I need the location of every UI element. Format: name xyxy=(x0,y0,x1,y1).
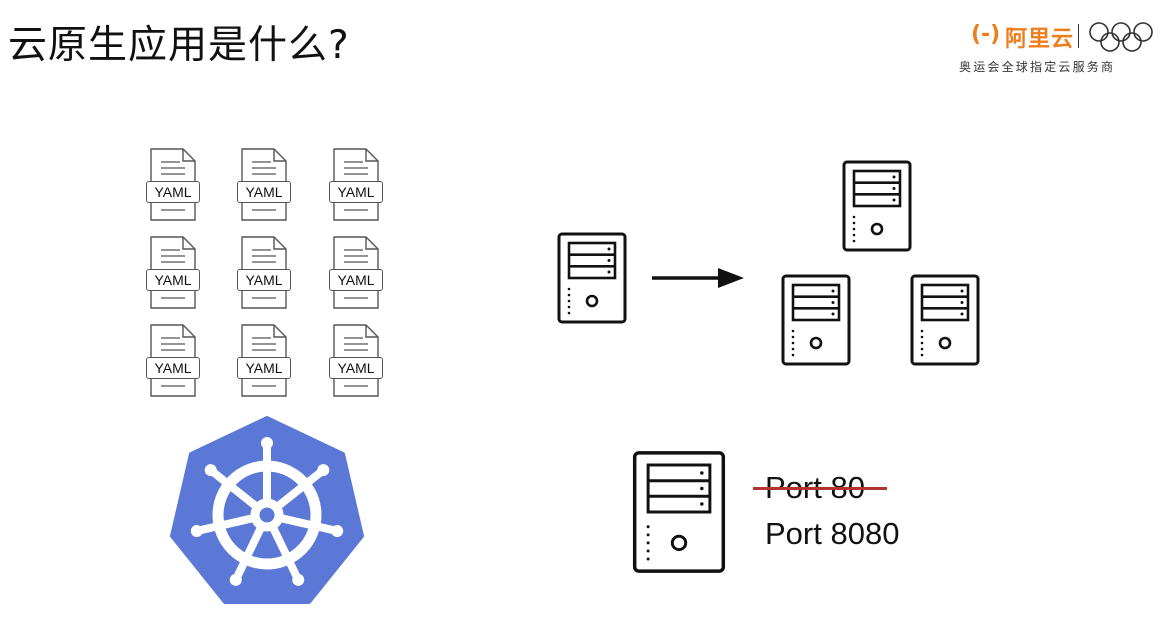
yaml-label: YAML xyxy=(329,357,383,379)
yaml-label: YAML xyxy=(146,357,200,379)
server-icon xyxy=(910,274,980,366)
slide-title: 云原生应用是什么? xyxy=(8,23,350,68)
brand-divider xyxy=(1078,24,1079,48)
yaml-file-icon: YAML xyxy=(146,324,204,398)
yaml-label: YAML xyxy=(146,181,200,203)
server-icon xyxy=(781,274,851,366)
olympic-rings-icon xyxy=(1089,22,1153,52)
brand-logo: (-) 阿里云 奥运会全球指定云服务商 xyxy=(959,18,1161,78)
yaml-file-icon: YAML xyxy=(237,236,295,310)
yaml-file-icon: YAML xyxy=(329,148,387,222)
server-icon xyxy=(632,451,726,573)
yaml-file-icon: YAML xyxy=(146,236,204,310)
brand-tagline: 奥运会全球指定云服务商 xyxy=(959,60,1116,74)
yaml-file-icon: YAML xyxy=(237,324,295,398)
arrow-right-icon xyxy=(652,268,744,288)
aliyun-mark-icon: (-) xyxy=(971,22,1001,47)
yaml-label: YAML xyxy=(146,269,200,291)
port-change: Port 80 Port 8080 xyxy=(753,470,900,552)
kubernetes-helm-icon xyxy=(170,416,364,604)
yaml-file-icon: YAML xyxy=(146,148,204,222)
yaml-file-icon: YAML xyxy=(329,324,387,398)
strikethrough-line xyxy=(753,487,887,490)
yaml-label: YAML xyxy=(329,181,383,203)
old-port-label: Port 80 xyxy=(753,470,899,506)
yaml-file-icon: YAML xyxy=(237,148,295,222)
yaml-label: YAML xyxy=(237,181,291,203)
yaml-label: YAML xyxy=(237,269,291,291)
yaml-label: YAML xyxy=(237,357,291,379)
yaml-label: YAML xyxy=(329,269,383,291)
server-icon xyxy=(842,160,912,252)
brand-name: 阿里云 xyxy=(1005,27,1075,52)
yaml-file-icon: YAML xyxy=(329,236,387,310)
new-port-label: Port 8080 xyxy=(765,516,900,551)
server-icon xyxy=(557,232,627,324)
